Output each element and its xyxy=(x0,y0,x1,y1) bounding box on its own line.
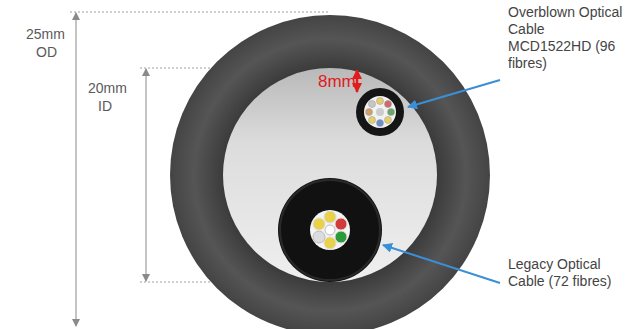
legacy-cable xyxy=(278,178,382,282)
dimension-value: 25mm xyxy=(26,26,65,43)
cable-callout: Overblown Optical Cable MCD1522HD (96 fi… xyxy=(508,4,628,72)
overblown-cable xyxy=(356,88,404,136)
dimension-value: 20mm xyxy=(88,80,127,97)
duct-bore xyxy=(223,68,437,282)
leader-arrow xyxy=(408,80,500,107)
gap-dimension: 8mm xyxy=(318,73,356,90)
dimension-label: ID xyxy=(98,98,112,115)
leader-arrow xyxy=(383,245,500,283)
duct-wall xyxy=(170,15,490,329)
dimension-label: OD xyxy=(36,44,57,61)
gap-arrow xyxy=(356,70,359,92)
cable-callout: Legacy Optical Cable (72 fibres) xyxy=(508,256,628,290)
